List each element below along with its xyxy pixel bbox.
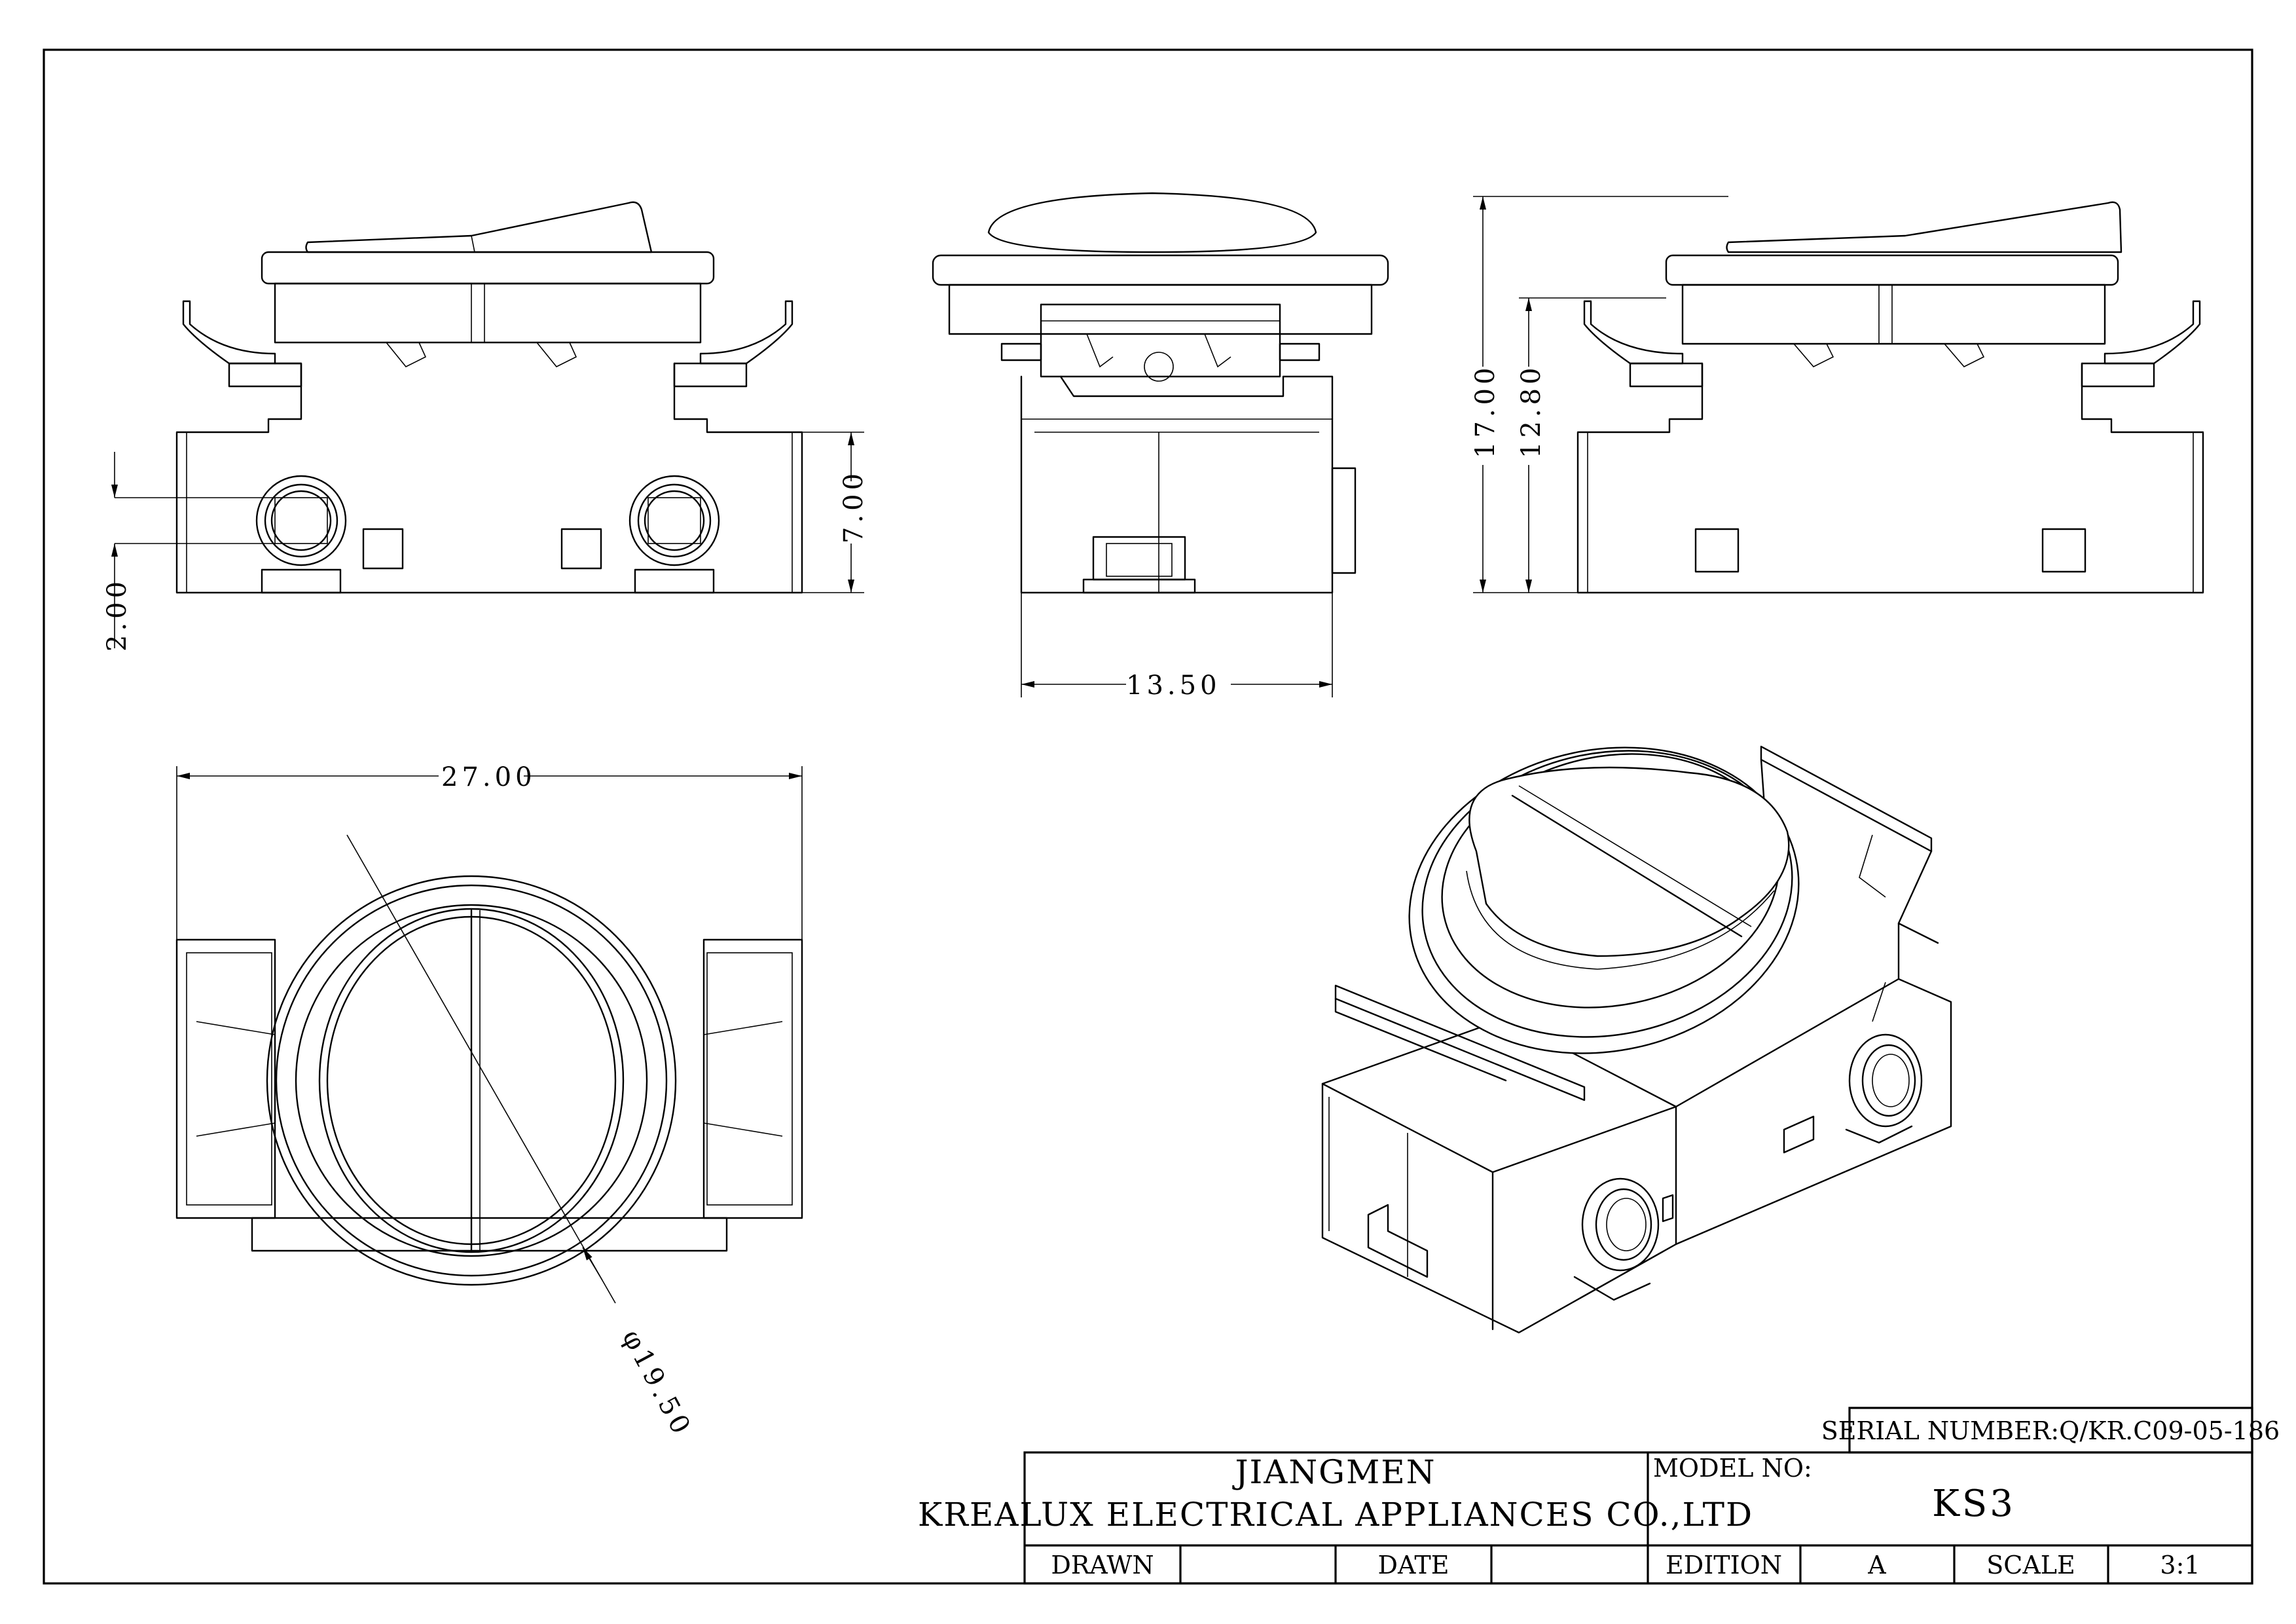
- top-view: [175, 766, 803, 1304]
- side-view: [932, 192, 1389, 697]
- date-label: DATE: [1378, 1551, 1449, 1579]
- dim-pin-pitch: 2.00: [102, 578, 132, 652]
- rear-view: [1473, 196, 2204, 594]
- dim-frame-height: 12.80: [1516, 363, 1546, 458]
- edition-value: A: [1867, 1551, 1886, 1579]
- dim-diameter: φ19.50: [616, 1325, 697, 1442]
- dim-body-height: 7.00: [839, 470, 869, 544]
- model-value: KS3: [1932, 1483, 2016, 1525]
- model-label: MODEL NO:: [1653, 1454, 1812, 1483]
- drawing-border: [43, 48, 2253, 1585]
- dim-overall-height: 17.00: [1470, 363, 1501, 458]
- title-block: [1023, 1407, 2253, 1585]
- company-line-2: KREALUX ELECTRICAL APPLIANCES CO.,LTD: [918, 1496, 1753, 1534]
- dim-depth: 13.50: [1126, 671, 1221, 701]
- dim-length: 27.00: [441, 762, 536, 792]
- scale-value: 3:1: [2160, 1551, 2200, 1579]
- drawn-label: DRAWN: [1051, 1551, 1154, 1579]
- edition-label: EDITION: [1666, 1551, 1782, 1579]
- front-view: [111, 201, 864, 648]
- scale-label: SCALE: [1986, 1551, 2075, 1579]
- serial-number: SERIAL NUMBER:Q/KR.C09-05-186: [1821, 1416, 2280, 1445]
- company-line-1: JIANGMEN: [1231, 1453, 1436, 1491]
- isometric-view: [1321, 745, 1952, 1334]
